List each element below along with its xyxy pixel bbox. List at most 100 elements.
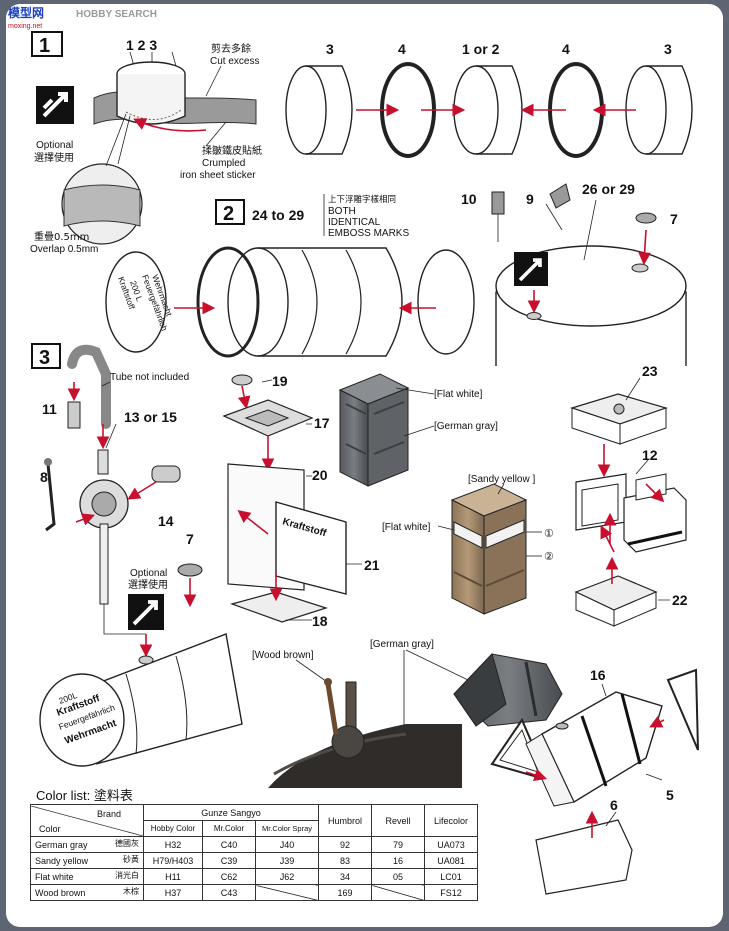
color-name-en: Sandy yellow: [35, 855, 89, 866]
overlap-detail-circle: [61, 113, 143, 245]
sandy-yellow-label: [Sandy yellow ]: [468, 474, 535, 485]
part-21-label: 21: [364, 557, 380, 573]
mr-color-spray-header: Mr.Color Spray: [255, 820, 319, 837]
table-cell: 83: [318, 852, 372, 869]
table-cell: J40: [255, 836, 319, 853]
revell-header: Revell: [371, 804, 425, 837]
part-23-label: 23: [642, 363, 658, 379]
part-5-label: 5: [666, 787, 674, 803]
seq-label-3: 1 or 2: [462, 41, 500, 57]
color-name-zh: 消光白: [115, 871, 139, 880]
overlap-en: Overlap 0.5mm: [30, 244, 98, 255]
table-cell: 79: [371, 836, 425, 853]
part-8-label: 8: [40, 469, 48, 485]
table-cell: J62: [255, 868, 319, 885]
watermark-site: HOBBY SEARCH: [76, 9, 157, 20]
flat-white-label-2: [Flat white]: [382, 522, 431, 533]
painted-gray-can: [338, 373, 410, 487]
mr-color-header: Mr.Color: [202, 820, 256, 837]
part-13-label: 13 or 15: [124, 409, 177, 425]
step2-number: 2: [223, 203, 234, 225]
tube-note: Tube not included: [110, 372, 189, 383]
table-cell-empty: [255, 884, 319, 901]
humbrol-header: Humbrol: [318, 804, 372, 837]
drum-lying: 200L Kraftstoff Feuergefährlich Wehrmach…: [39, 633, 243, 767]
step2-range: 24 to 29: [252, 207, 304, 223]
optional-icon-2: [514, 252, 548, 286]
gunze-header: Gunze Sangyo: [143, 804, 319, 821]
color-name-en: Wood brown: [35, 887, 86, 898]
hand-pump: [44, 458, 181, 605]
part-9-label: 9: [526, 191, 534, 207]
color-list-title: Color list: 塗料表: [36, 785, 133, 804]
part-16-label: 16: [590, 667, 606, 683]
part-6-label: 6: [610, 797, 618, 813]
table-cell: 16: [371, 852, 425, 869]
emboss-zh: 上下浮雕字樣相同: [328, 194, 396, 205]
watermark-brand: 模型网: [8, 5, 44, 20]
color-name-zh: 木棕: [123, 887, 139, 896]
watermark: 模型网 HOBBY SEARCH moxing.net: [8, 5, 157, 30]
table-cell: C40: [202, 836, 256, 853]
table-cell: H37: [143, 884, 203, 901]
part-10-label: 10: [461, 191, 477, 207]
seq-label-2: 4: [398, 41, 406, 57]
color-table: Brand Color Gunze Sangyo Humbrol Revell …: [30, 804, 478, 901]
flat-white-label-1: [Flat white]: [434, 389, 483, 400]
table-cell: H32: [143, 836, 203, 853]
optional-label-zh-2: 選擇使用: [128, 578, 168, 591]
step3-number: 3: [39, 347, 50, 369]
drum-body-exploded: [174, 246, 475, 358]
wood-brown-label: [Wood brown]: [252, 650, 314, 661]
table-cell-empty: [371, 884, 425, 901]
instruction-sheet: 1 Optional 選擇使用 1 2 3 剪去多餘 Cut excess 揉皺…: [6, 4, 723, 927]
german-gray-label-2: [German gray]: [370, 639, 434, 650]
part-7-label-top: 7: [670, 211, 678, 227]
hobby-color-header: Hobby Color: [143, 820, 203, 837]
optional-icon: [36, 86, 74, 124]
step1-box: [31, 31, 63, 57]
part-11: [67, 401, 81, 429]
painted-gray-tank: [453, 653, 563, 727]
emboss-en-3: EMBOSS MARKS: [328, 228, 409, 239]
table-cell: FS12: [424, 884, 478, 901]
emboss-en-2: IDENTICAL: [328, 217, 381, 228]
crumpled-zh: 揉皺鐵皮貼紙: [202, 144, 262, 157]
color-name-zh: 德國灰: [115, 839, 139, 848]
table-cell: UA073: [424, 836, 478, 853]
part-12-label: 12: [642, 447, 658, 463]
table-cell: C43: [202, 884, 256, 901]
color-name-cell: German gray 德國灰: [30, 836, 144, 853]
part-7-label: 7: [186, 531, 194, 547]
part-14-label: 14: [158, 513, 174, 529]
color-list-title-zh: 塗料表: [93, 789, 133, 804]
jerrycan-assembly: Kraftstoff: [222, 374, 362, 623]
table-cell: 169: [318, 884, 372, 901]
color-name-cell: Wood brown 木棕: [30, 884, 144, 901]
drum-lid-decal: Kraftstoff 200 L Feuergefährlich Wehrmac…: [105, 251, 175, 353]
color-header: Color: [39, 824, 61, 834]
optional-label-zh: 選擇使用: [34, 151, 74, 164]
step2: 2 24 to 29 上下浮雕字樣相同 BOTH IDENTICAL EMBOS…: [105, 194, 475, 358]
ring-with-sticker: [93, 61, 257, 132]
part-22-label: 22: [672, 592, 688, 608]
step3: 3 Tube not included 11 13 or 15 8 14 7 O…: [31, 343, 243, 767]
seq-label-1: 3: [326, 41, 334, 57]
table-cell: LC01: [424, 868, 478, 885]
painted-sand-can: [450, 483, 528, 615]
step2-box: [215, 199, 245, 225]
part-20-label: 20: [312, 467, 328, 483]
table-cell: C39: [202, 852, 256, 869]
brand-header: Brand: [97, 809, 121, 819]
color-list-title-en: Color list:: [36, 788, 91, 803]
seq-label-4: 4: [562, 41, 570, 57]
optional-label-en: Optional: [36, 140, 73, 151]
assembly-diagram: 1 Optional 選擇使用 1 2 3 剪去多餘 Cut excess 揉皺…: [30, 31, 699, 895]
seq-label-5: 3: [664, 41, 672, 57]
watermark-url: moxing.net: [8, 23, 42, 30]
table-cell: 05: [371, 868, 425, 885]
color-name-en: German gray: [35, 839, 88, 850]
